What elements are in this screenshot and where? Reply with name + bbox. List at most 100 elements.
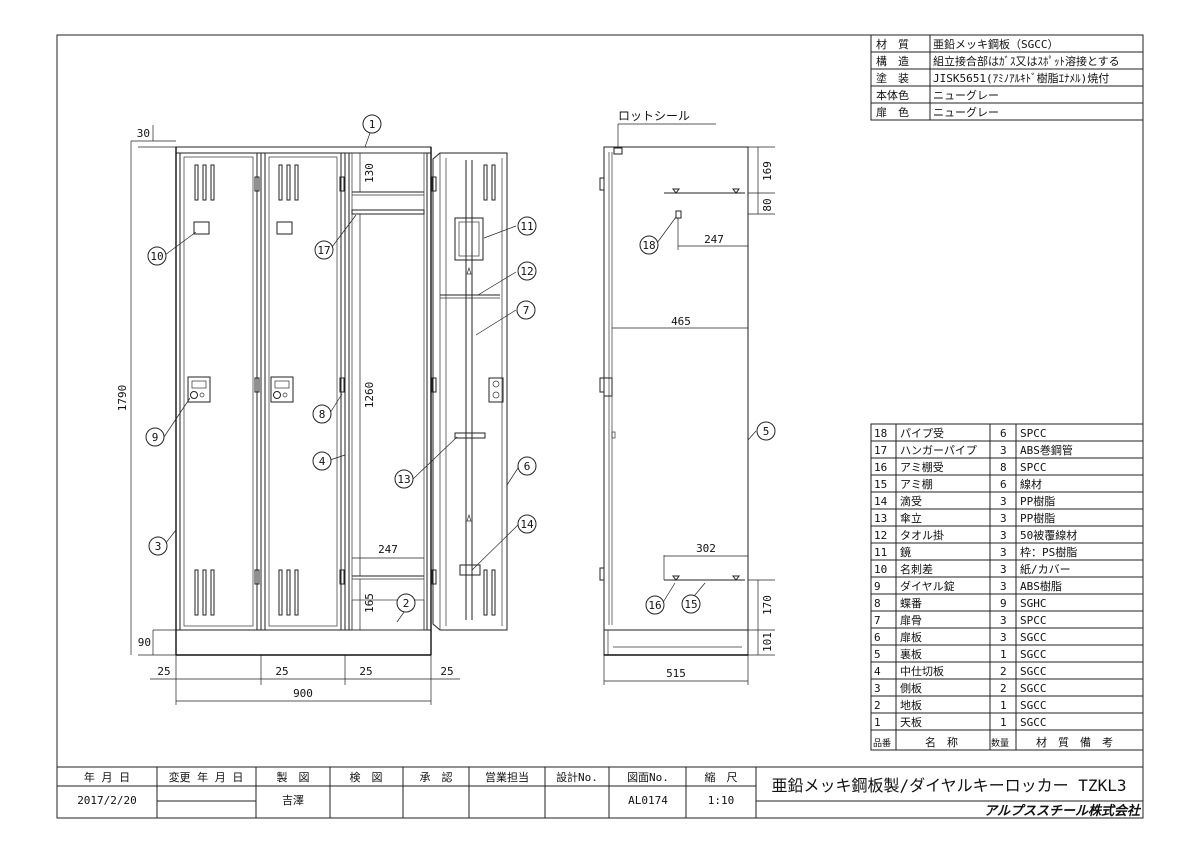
header-drawing-no: 図面No. [627,771,669,784]
parts-row-no: 17 [874,444,887,457]
parts-row-name: 滴受 [900,494,922,508]
side-view: ロットシール [599,109,749,656]
callout-number: 10 [150,250,163,263]
callout-number: 2 [403,597,410,610]
front-dimensions: 1790 30 90 25 25 25 25 900 130 1260 165 … [116,125,460,705]
dim-515: 515 [666,667,686,680]
parts-row-no: 5 [874,648,881,661]
parts-row-qty: 6 [1000,427,1007,440]
hanger-pipe [351,209,425,215]
callout-6: 6 [517,456,537,476]
door-1 [179,152,258,631]
side-panel [603,146,749,656]
dim-w3: 25 [359,665,372,678]
parts-row-note: 枠：PS樹脂 [1020,545,1077,559]
dim-w2: 25 [275,665,288,678]
parts-row-note: SGCC [1020,699,1047,712]
drip-tray [459,564,481,576]
parts-row-note: SGCC [1020,716,1047,729]
parts-row-name: 扉骨 [900,614,922,627]
parts-row-name: 鏡 [900,545,911,559]
spec-value: 亜鉛メッキ鋼板（SGCC） [933,37,1059,51]
callout-17: 17 [314,240,334,260]
callout-number: 13 [397,473,410,486]
name-card-holder [276,221,293,235]
dim-inner: 247 [378,543,398,556]
date-value: 2017/2/20 [77,794,137,807]
parts-row-qty: 3 [1000,546,1007,559]
callout-5: 5 [756,421,776,441]
parts-row-no: 10 [874,563,887,576]
dim-170: 170 [761,595,774,615]
umbrella-stand [454,432,486,439]
seal-label: ロットシール [618,109,690,123]
parts-row-no: 14 [874,495,888,508]
callout-number: 9 [152,431,159,444]
callout-number: 16 [648,599,661,612]
spec-label: 扉 色 [876,105,909,119]
parts-row-note: SGCC [1020,648,1047,661]
header-design-no: 設計No. [556,770,598,784]
parts-row-qty: 1 [1000,699,1007,712]
pipe-holder [675,210,682,219]
scale-value: 1:10 [708,794,735,807]
callout-number: 5 [763,425,770,438]
callout-16: 16 [645,595,665,615]
name-card-holder [193,221,210,235]
callout-15: 15 [681,594,701,614]
callout-2: 2 [396,593,416,613]
parts-row-name: ダイヤル錠 [900,579,955,593]
callout-leaders [163,132,757,623]
drawing-no-value: AL0174 [628,794,668,807]
spec-value: JISK5651(ｱﾐﾉｱﾙｷﾄﾞ樹脂ｴﾅﾒﾙ)焼付 [933,71,1109,85]
parts-row-qty: 3 [1000,580,1007,593]
callout-7: 7 [516,300,536,320]
parts-row-name: パイプ受 [900,427,944,440]
dim-shelf-bottom: 165 [363,593,376,613]
dim-302: 302 [696,542,716,555]
dim-465: 465 [671,315,691,328]
parts-row-note: SGCC [1020,631,1047,644]
spec-label: 材 質 [876,37,909,51]
spec-label: 塗 装 [876,71,909,85]
front-view [175,146,508,656]
dim-247: 247 [704,233,724,246]
dim-w4: 25 [440,665,453,678]
parts-row-qty: 2 [1000,682,1007,695]
parts-row-note: PP樹脂 [1020,511,1055,525]
parts-row-name: タオル掛 [900,528,944,542]
parts-row-name: 地板 [900,698,922,712]
callout-number: 14 [520,518,534,531]
parts-row-no: 9 [874,580,881,593]
parts-row-qty: 2 [1000,665,1007,678]
parts-row-no: 6 [874,631,881,644]
parts-row-note: ABS樹脂 [1020,579,1062,593]
parts-row-qty: 3 [1000,529,1007,542]
callout-8: 8 [312,404,332,424]
callout-number: 3 [155,540,162,553]
callout-4: 4 [312,451,332,471]
dial-lock-icon [270,376,294,403]
parts-row-no: 2 [874,699,881,712]
callout-number: 8 [319,408,326,421]
parts-header-qty: 数量 [991,737,1009,749]
dim-bottom: 90 [138,636,151,649]
parts-row-qty: 3 [1000,444,1007,457]
callout-number: 12 [520,265,533,278]
parts-row-no: 16 [874,461,887,474]
sheet-frame [56,34,1144,819]
parts-row-name: 蝶番 [900,596,922,610]
open-compartment [348,152,428,631]
lot-seal [613,147,623,155]
callout-number: 7 [523,304,530,317]
parts-row-note: 紙/カバー [1020,562,1071,576]
parts-row-no: 13 [874,512,887,525]
header-approved: 承 認 [420,770,453,784]
parts-row-qty: 3 [1000,563,1007,576]
callout-1: 1 [362,114,382,134]
header-date: 年 月 日 [84,770,130,784]
parts-row-note: 50被覆線材 [1020,528,1077,542]
dim-hang: 1260 [363,382,376,409]
callout-number: 4 [319,455,326,468]
